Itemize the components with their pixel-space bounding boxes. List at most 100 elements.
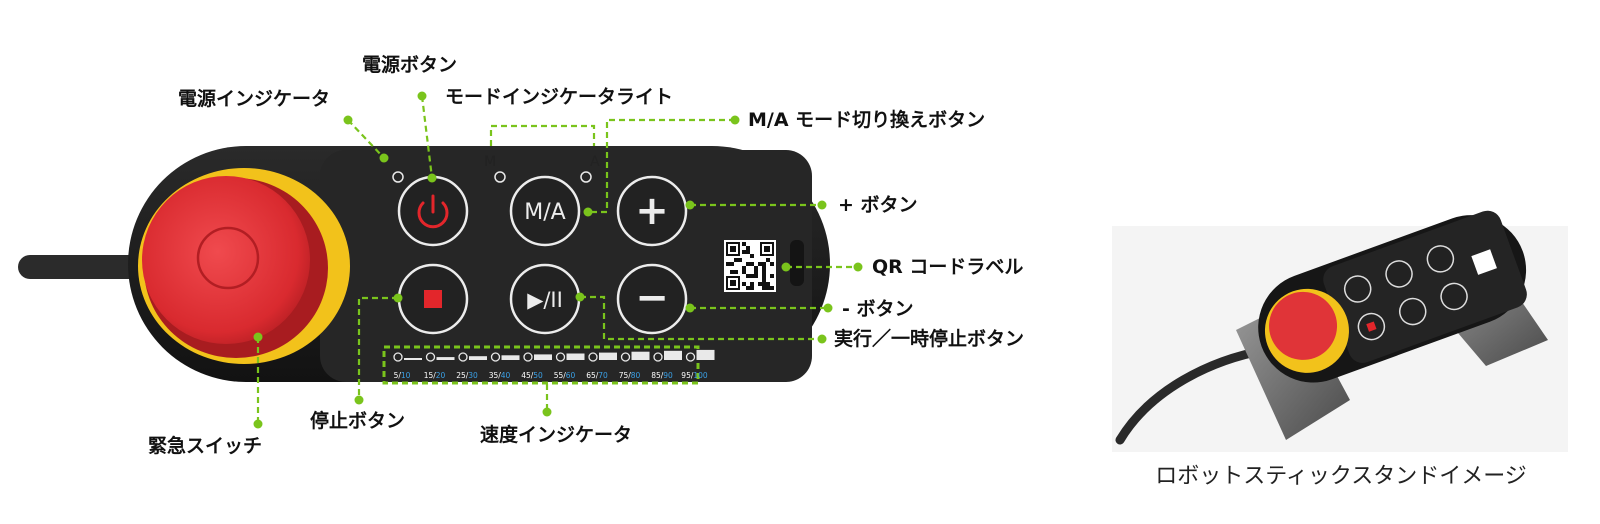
qr-module — [742, 270, 746, 274]
qr-module — [738, 258, 742, 262]
qr-code-label — [724, 240, 776, 292]
qr-module — [762, 282, 766, 286]
qr-module — [762, 278, 766, 282]
minus-button[interactable]: − — [616, 263, 688, 335]
run-pause-button[interactable]: ▶/II — [509, 263, 581, 335]
label-ma-mode-button: M/A モード切り換えボタン — [748, 109, 986, 131]
speed-led — [620, 352, 631, 362]
ma-mode-button[interactable]: M/A — [509, 175, 581, 247]
power-button[interactable] — [397, 175, 469, 247]
speed-led — [555, 352, 566, 362]
qr-module — [750, 262, 754, 266]
speed-ramp-bar — [599, 352, 617, 360]
qr-module — [758, 282, 762, 286]
mini-stop-icon — [1366, 321, 1377, 332]
speed-ramp-bar — [534, 354, 552, 360]
power-icon — [417, 194, 449, 229]
qr-module — [766, 282, 770, 286]
mode-a-letter: A — [590, 154, 600, 170]
speed-tick-label: 25/30 — [456, 371, 478, 380]
qr-module — [750, 274, 754, 278]
stop-button[interactable] — [397, 263, 469, 335]
label-run-pause-button: 実行／一時停止ボタン — [834, 328, 1025, 350]
leader-ma-button — [588, 118, 735, 214]
speed-ramp-bar — [631, 351, 650, 360]
leader-mode-light — [489, 124, 596, 146]
leader-stop — [357, 296, 398, 400]
qr-module — [754, 270, 758, 274]
qr-module — [746, 262, 750, 266]
mini-ma-button — [1385, 260, 1413, 288]
stand-photo — [1112, 210, 1568, 452]
label-emergency-switch: 緊急スイッチ — [148, 435, 263, 457]
qr-module — [750, 286, 754, 290]
qr-module — [762, 286, 766, 290]
qr-module — [746, 286, 750, 290]
speed-tick-label: 45/50 — [521, 371, 543, 380]
label-speed-indicator: 速度インジケータ — [480, 424, 633, 446]
plus-glyph: + — [635, 188, 669, 234]
qr-module — [770, 274, 774, 278]
estop-center — [196, 226, 260, 290]
dot-ma-end — [583, 207, 593, 217]
emergency-stop-switch[interactable] — [138, 168, 350, 364]
qr-module — [766, 286, 770, 290]
dot-power-indicator — [343, 115, 353, 125]
qr-finder — [730, 280, 736, 286]
speed-led — [588, 352, 598, 362]
qr-module — [766, 258, 770, 262]
dot-power-indicator-end — [379, 153, 389, 163]
qr-module — [746, 274, 750, 278]
dot-estop-start — [253, 332, 263, 342]
power-indicator-led — [392, 171, 404, 183]
leader-power-button — [420, 95, 434, 179]
mini-qr — [1471, 249, 1497, 275]
plus-button[interactable]: + — [616, 175, 688, 247]
qr-module — [754, 274, 758, 278]
label-power-indicator: 電源インジケータ — [178, 88, 331, 110]
dot-power-button — [417, 91, 427, 101]
dot-speed-end — [542, 407, 552, 417]
minus-glyph: − — [635, 275, 669, 321]
label-minus-button: - ボタン — [842, 298, 914, 320]
photo-caption: ロボットスティックスタンドイメージ — [1155, 464, 1527, 489]
speed-led — [490, 352, 501, 362]
estop-cap — [142, 176, 310, 344]
mode-m-led — [494, 171, 506, 183]
callout-dots — [253, 91, 863, 429]
speed-led — [685, 352, 696, 362]
callout-lines — [256, 95, 858, 424]
speed-tick-label: 5/10 — [394, 371, 411, 380]
qr-finder — [730, 246, 736, 252]
qr-module — [730, 262, 734, 266]
qr-module — [726, 262, 730, 266]
label-plus-button: + ボタン — [838, 194, 918, 216]
speed-tick-label: 55/60 — [554, 371, 576, 380]
qr-module — [750, 282, 754, 286]
dot-minus-start — [685, 303, 695, 313]
dot-ma-start — [730, 115, 740, 125]
stand-cable — [1115, 345, 1271, 445]
speed-led — [458, 352, 468, 362]
dot-stop-start — [393, 293, 403, 303]
speed-ramp-bar — [566, 353, 585, 360]
speed-tick-label: 15/20 — [424, 371, 446, 380]
speed-tick-label: 35/40 — [489, 371, 511, 380]
qr-finder — [764, 246, 770, 252]
qr-module — [770, 286, 774, 290]
speed-led — [653, 352, 663, 362]
speed-tick-label: 85/90 — [651, 371, 673, 380]
qr-module — [762, 262, 766, 266]
speed-ramp-bar — [664, 350, 682, 360]
speed-ramp-bar — [696, 349, 715, 360]
qr-module — [750, 254, 754, 258]
speed-ramp-bar — [404, 358, 422, 360]
qr-module — [746, 246, 750, 250]
mini-estop-cap — [1269, 291, 1338, 360]
qr-module — [758, 262, 762, 266]
dot-plus-end — [817, 200, 827, 210]
play-pause-glyph: ▶/II — [527, 288, 563, 312]
mini-power-button — [1343, 275, 1372, 303]
